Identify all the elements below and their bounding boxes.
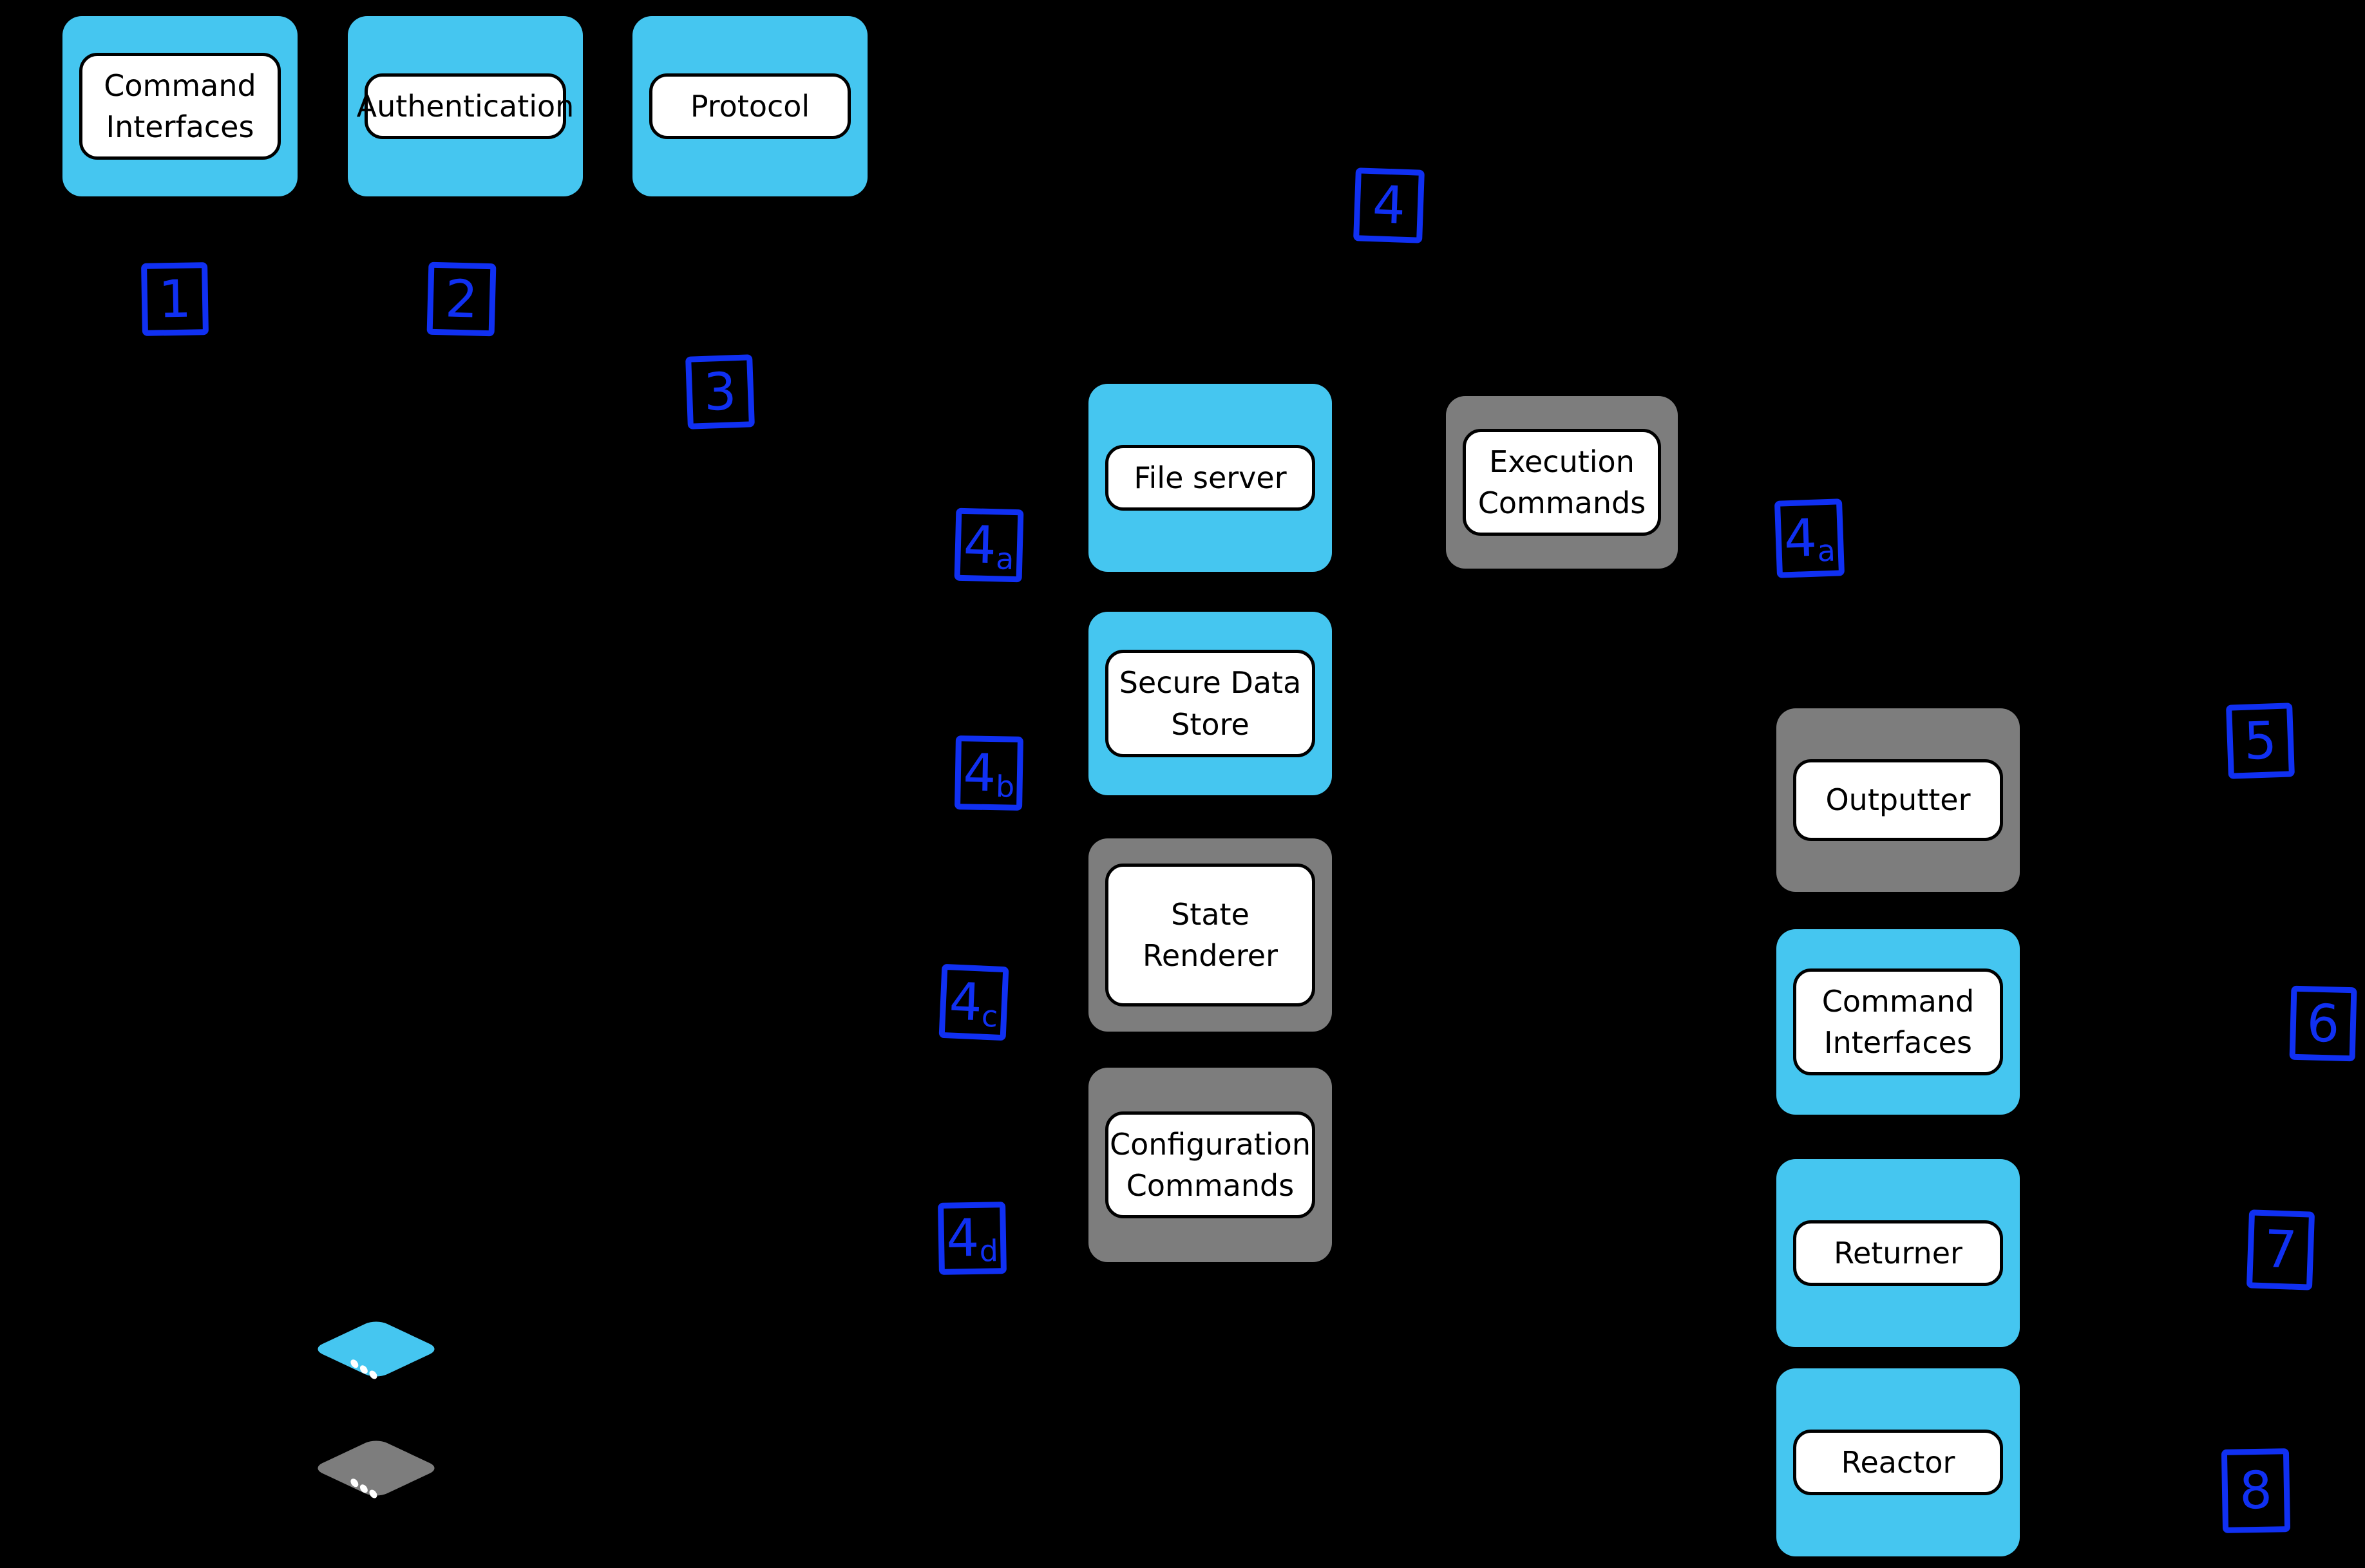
marker-digit: 7 — [2263, 1219, 2299, 1280]
component-label: Command Interfaces — [1821, 983, 1975, 1060]
component-outputter: Outputter — [1776, 708, 2020, 892]
marker-digit: 4 — [947, 970, 983, 1033]
server-diamond-cyan-svg — [318, 1321, 435, 1379]
component-secure-data-store: Secure Data Store — [1088, 612, 1332, 795]
component-label-pill: Secure Data Store — [1105, 650, 1315, 757]
component-label: File server — [1134, 460, 1287, 495]
marker-digit: 4 — [962, 742, 997, 803]
component-command-interfaces-minion: Command Interfaces — [1776, 929, 2020, 1115]
marker-digit: 4 — [1371, 175, 1407, 236]
component-label-pill: Execution Commands — [1463, 428, 1661, 536]
marker-digit: 6 — [2306, 992, 2341, 1054]
marker-digit: 4 — [962, 514, 998, 575]
component-label-pill: State Renderer — [1105, 863, 1315, 1007]
component-label: Protocol — [690, 88, 810, 124]
marker-digit: 3 — [702, 361, 738, 422]
marker-subscript: a — [995, 540, 1015, 576]
step-marker-2: 2 — [426, 261, 497, 337]
marker-digit: 2 — [444, 268, 479, 330]
marker-subscript: a — [1816, 533, 1836, 569]
component-label: Returner — [1834, 1235, 1962, 1270]
component-authentication: Authentication — [348, 16, 583, 196]
component-label-pill: Authentication — [357, 73, 574, 140]
component-label: Configuration Commands — [1110, 1126, 1311, 1203]
component-reactor: Reactor — [1776, 1368, 2020, 1556]
marker-digit: 4 — [1783, 507, 1818, 569]
component-label: Secure Data Store — [1119, 665, 1302, 742]
component-state-renderer: State Renderer — [1088, 838, 1332, 1032]
step-marker-7: 7 — [2246, 1209, 2315, 1290]
component-label-pill: Reactor — [1793, 1429, 2003, 1496]
step-marker-5: 5 — [2226, 703, 2295, 779]
component-label: Authentication — [356, 88, 575, 124]
server-diamond-cyan-icon — [309, 1317, 443, 1381]
component-label: Command Interfaces — [104, 68, 256, 144]
component-label: Execution Commands — [1477, 444, 1646, 520]
component-command-interfaces-master: Command Interfaces — [62, 16, 298, 196]
component-label: State Renderer — [1143, 896, 1278, 973]
step-marker-6: 6 — [2289, 985, 2357, 1062]
component-configuration-commands: Configuration Commands — [1088, 1068, 1332, 1262]
component-label: Reactor — [1841, 1444, 1955, 1480]
component-returner: Returner — [1776, 1159, 2020, 1347]
marker-subscript: b — [995, 768, 1015, 804]
server-diamond-gray-svg — [318, 1440, 435, 1498]
component-label-pill: Returner — [1793, 1220, 2003, 1287]
marker-digit: 1 — [158, 269, 192, 329]
component-file-server: File server — [1088, 384, 1332, 572]
step-marker-3: 3 — [685, 354, 755, 430]
marker-digit: 5 — [2243, 710, 2278, 771]
marker-digit: 4 — [945, 1207, 980, 1269]
component-label-pill: Configuration Commands — [1105, 1111, 1315, 1219]
component-label-pill: Outputter — [1793, 759, 2003, 841]
marker-subscript: d — [979, 1233, 999, 1269]
step-marker-4: 4 — [1353, 167, 1425, 243]
component-label-pill: File server — [1105, 444, 1315, 511]
component-label-pill: Command Interfaces — [1793, 968, 2003, 1076]
step-marker-1: 1 — [141, 262, 209, 336]
component-label-pill: Command Interfaces — [79, 52, 281, 160]
step-marker-8: 8 — [2221, 1448, 2291, 1533]
component-label: Outputter — [1825, 782, 1971, 818]
marker-digit: 8 — [2239, 1460, 2273, 1521]
component-label-pill: Protocol — [649, 73, 851, 140]
server-diamond-gray-icon — [309, 1436, 443, 1500]
marker-subscript: c — [980, 998, 999, 1034]
component-protocol: Protocol — [632, 16, 868, 196]
component-execution-commands: Execution Commands — [1446, 396, 1678, 569]
